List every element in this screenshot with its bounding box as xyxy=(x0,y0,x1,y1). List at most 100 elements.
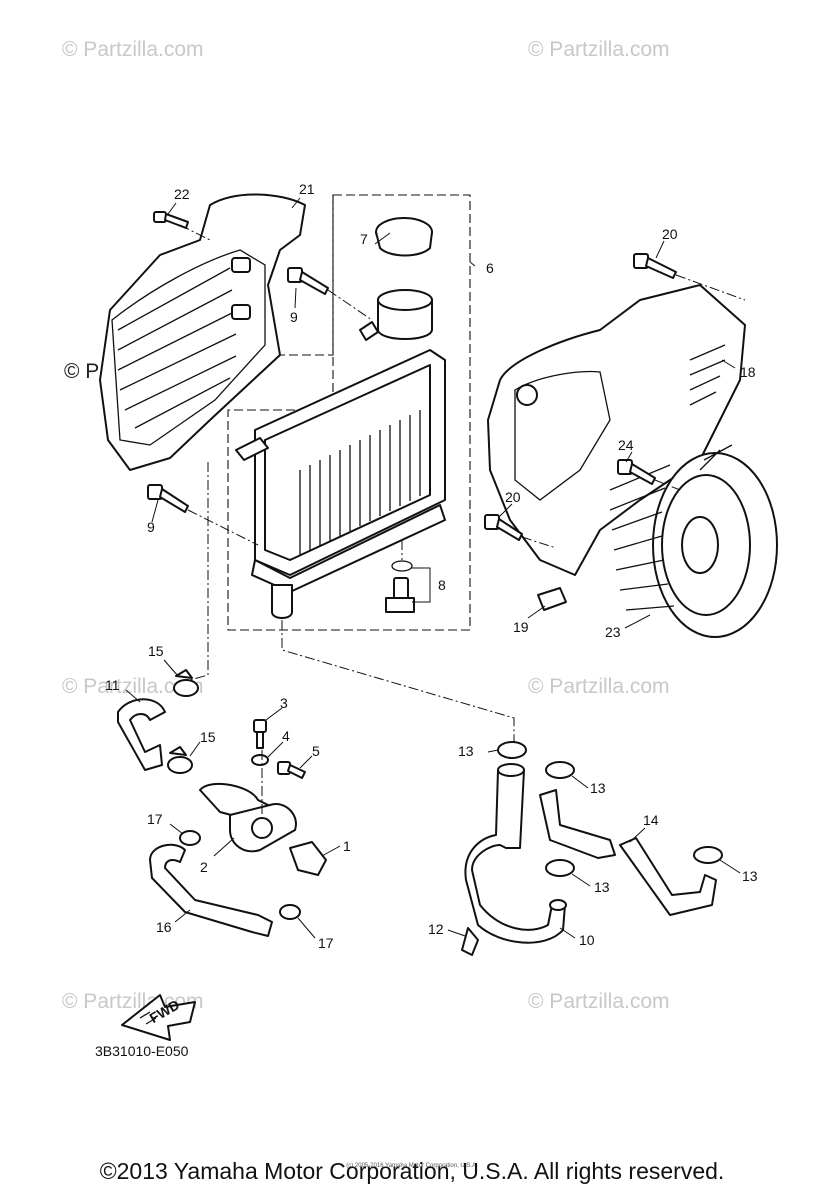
leader-line xyxy=(719,859,741,874)
leader-line xyxy=(125,689,141,703)
leader-line xyxy=(169,823,184,835)
connection-line xyxy=(675,274,746,301)
leader-line xyxy=(559,927,576,939)
fwd-arrow-icon: FWD xyxy=(121,994,196,1041)
callout-13c: 13 xyxy=(594,879,610,895)
callout-3: 3 xyxy=(280,695,288,711)
clamp-15a xyxy=(173,669,199,697)
bolt-22 xyxy=(153,211,189,229)
leader-line xyxy=(299,755,313,769)
clamp-13b xyxy=(545,761,575,779)
callout-7: 7 xyxy=(360,231,368,247)
clamp-15b xyxy=(167,746,193,774)
connection-line xyxy=(187,509,259,546)
clip-12 xyxy=(461,927,479,956)
callout-17a: 17 xyxy=(147,811,163,827)
leader-line xyxy=(213,837,235,857)
leader-line xyxy=(625,451,633,463)
callout-18: 18 xyxy=(740,364,756,380)
leader-line xyxy=(571,873,591,887)
callout-9a: 9 xyxy=(290,309,298,325)
cover-boundary xyxy=(280,195,334,356)
clamp-13a xyxy=(497,741,527,759)
connection-line xyxy=(654,479,681,491)
leader-line xyxy=(571,775,589,789)
callout-15a: 15 xyxy=(148,643,164,659)
radiator-cap xyxy=(375,217,433,257)
bolt-5 xyxy=(277,761,306,779)
hose-16 xyxy=(149,843,273,937)
engine-case xyxy=(487,284,746,576)
callout-5: 5 xyxy=(312,743,320,759)
leader-line xyxy=(321,845,341,857)
leader-line xyxy=(487,749,499,753)
callout-24: 24 xyxy=(618,437,634,453)
cooling-fan xyxy=(609,444,778,638)
leader-line xyxy=(624,614,651,629)
leader-line xyxy=(629,827,646,843)
bolt-9-lower xyxy=(147,484,189,513)
leader-line xyxy=(167,202,177,215)
callout-20a: 20 xyxy=(662,226,678,242)
bolt-20-upper xyxy=(633,253,677,279)
leader-line xyxy=(412,567,431,603)
callout-12: 12 xyxy=(428,921,444,937)
watermark: © Partzilla.com xyxy=(528,38,670,61)
connection-line xyxy=(189,462,209,681)
callout-1: 1 xyxy=(343,838,351,854)
callout-10: 10 xyxy=(579,932,595,948)
leader-line xyxy=(265,707,283,721)
watermark: © Partzilla.com xyxy=(62,38,204,61)
radiator-cover xyxy=(99,193,306,471)
leader-line xyxy=(151,499,159,523)
callout-6: 6 xyxy=(486,260,494,276)
bolt-20-lower xyxy=(484,514,523,541)
leader-line xyxy=(374,232,391,245)
leader-line xyxy=(174,909,191,923)
callout-11: 11 xyxy=(105,677,120,693)
leader-line xyxy=(294,287,297,309)
damper-19 xyxy=(537,587,567,611)
thermostat-1 xyxy=(289,841,327,876)
callout-9b: 9 xyxy=(147,519,155,535)
joint-2 xyxy=(199,782,297,853)
callout-21: 21 xyxy=(299,181,315,197)
diagram-code: 3B31010-E050 xyxy=(95,1043,189,1059)
callout-4: 4 xyxy=(282,728,290,744)
washer-4 xyxy=(251,754,269,766)
screw-3 xyxy=(253,719,267,749)
callout-8: 8 xyxy=(438,577,446,593)
radiator xyxy=(235,289,446,619)
callout-22: 22 xyxy=(174,186,190,202)
watermark: © Partzilla.com xyxy=(528,675,670,698)
clamp-17a xyxy=(179,830,201,846)
callout-14: 14 xyxy=(643,812,659,828)
bolt-24 xyxy=(617,459,656,485)
leader-line xyxy=(267,741,284,758)
callout-20b: 20 xyxy=(505,489,521,505)
leader-line xyxy=(291,197,301,209)
leader-line xyxy=(499,503,513,517)
callout-19: 19 xyxy=(513,619,529,635)
callout-15b: 15 xyxy=(200,729,216,745)
leader-line xyxy=(469,261,476,267)
hose-14 xyxy=(539,789,717,916)
leader-line xyxy=(297,917,316,939)
hose-11 xyxy=(117,698,166,771)
connection-line xyxy=(179,224,211,241)
connection-line xyxy=(521,536,557,549)
clamp-13c xyxy=(545,859,575,877)
clamp-17b xyxy=(279,904,301,920)
callout-16: 16 xyxy=(156,919,172,935)
watermark: © Partzilla.com xyxy=(62,675,204,698)
drain-bolt-set xyxy=(385,560,415,613)
callout-13b: 13 xyxy=(590,780,606,796)
leader-line xyxy=(721,359,736,369)
connection-line xyxy=(281,620,515,742)
callout-2: 2 xyxy=(200,859,208,875)
leader-line xyxy=(163,659,179,677)
copyright-notice: ©2013 Yamaha Motor Corporation, U.S.A. A… xyxy=(99,1158,725,1184)
watermark: © Partzilla.com xyxy=(528,990,670,1013)
connection-line xyxy=(327,289,373,321)
